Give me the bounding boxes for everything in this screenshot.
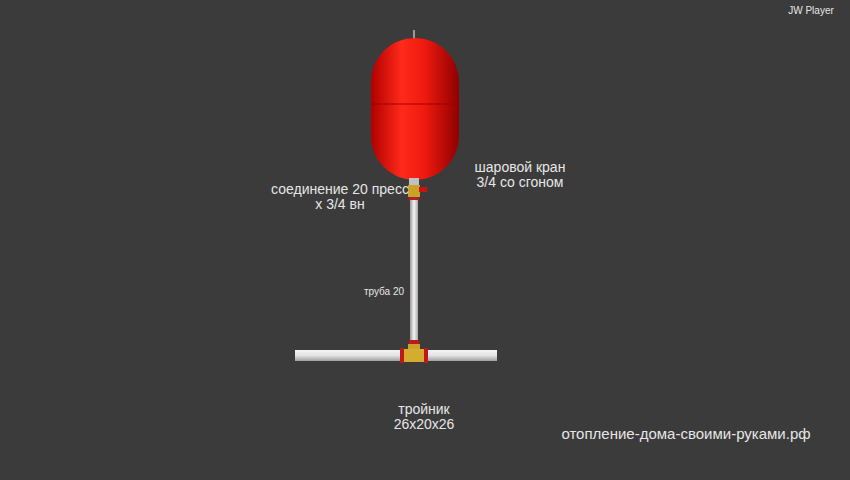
ball-valve <box>408 185 427 201</box>
expansion-tank <box>371 30 459 186</box>
part-label: тройник 26х20х26 <box>374 402 474 433</box>
player-badge: JW Player <box>776 5 846 16</box>
pipe <box>295 200 497 361</box>
part-label: труба 20 <box>354 286 414 297</box>
part-label: соединение 20 пресс х 3/4 вн <box>270 182 410 213</box>
watermark: отопление-дома-своими-руками.рф <box>541 426 831 443</box>
tee-fitting <box>400 340 428 363</box>
part-label: шаровой кран 3/4 со сгоном <box>472 160 568 191</box>
